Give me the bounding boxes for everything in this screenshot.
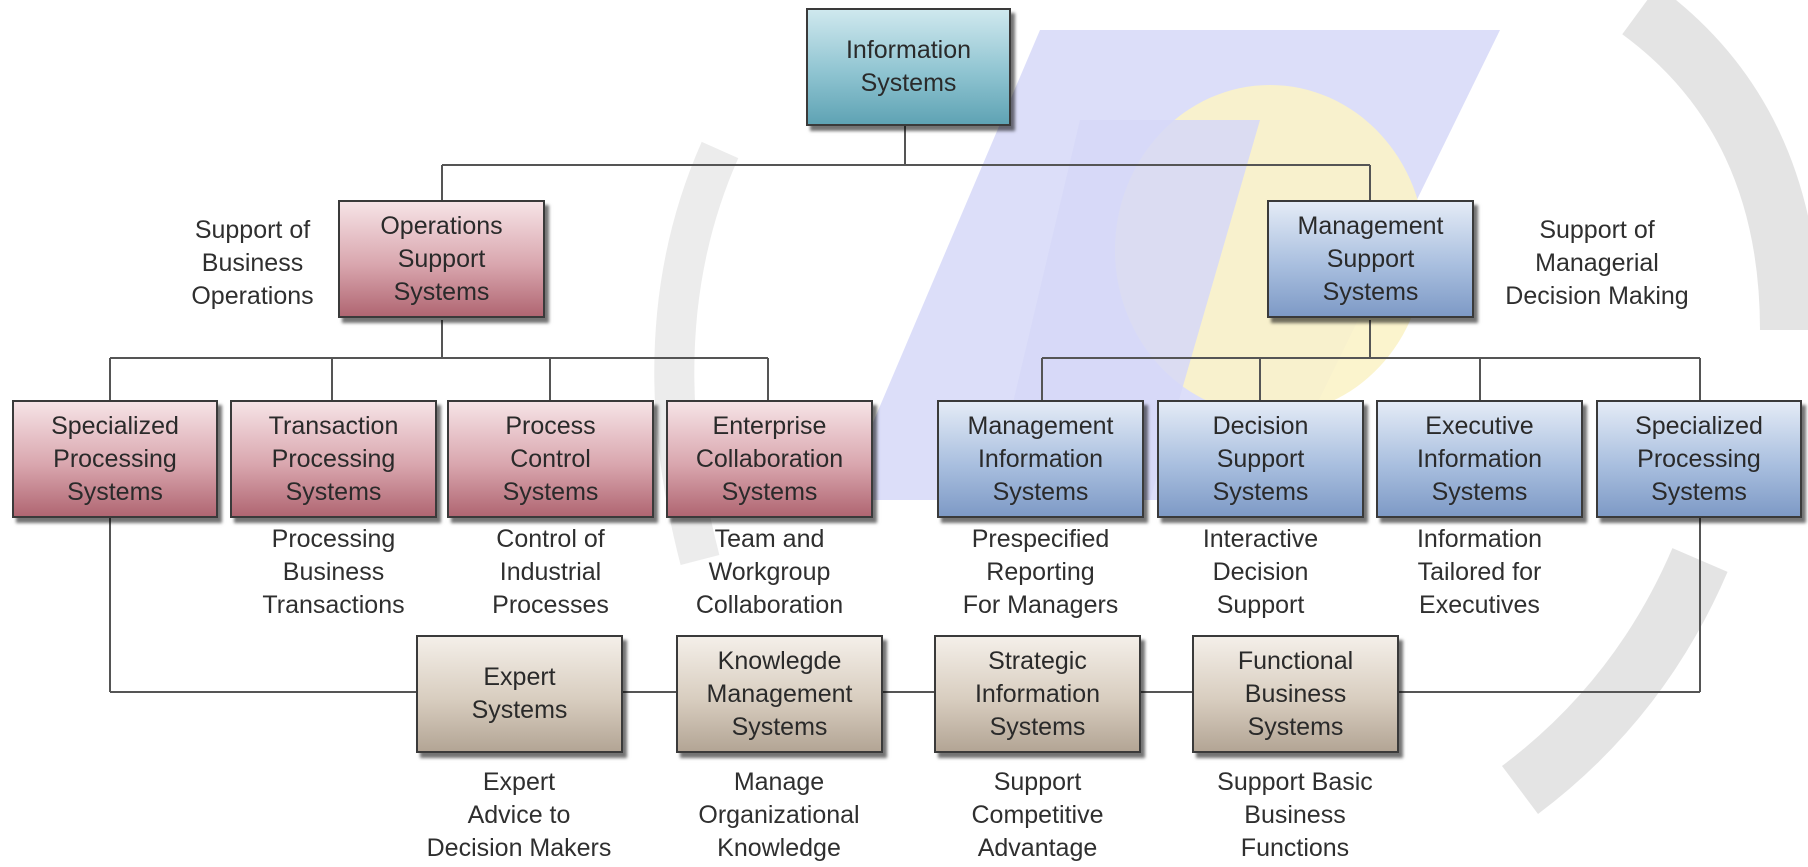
strategic-information-caption: Support Competitive Advantage — [971, 768, 1104, 862]
specialized-processing-mgmt-label: Specialized Processing Systems — [1635, 411, 1763, 506]
strategic-information-label: Strategic Information Systems — [974, 646, 1101, 741]
knowledge-management-caption: Manage Organizational Knowledge — [698, 768, 860, 862]
process-control-systems-box: Process Control Systems — [447, 400, 654, 518]
decision-support-systems-box: Decision Support Systems — [1157, 400, 1364, 518]
information-systems-label: Information Systems — [845, 36, 972, 97]
strategic-information-systems-box: Strategic Information Systems — [934, 635, 1141, 753]
management-information-caption: Prespecified Reporting For Managers — [962, 525, 1119, 619]
management-support-systems-box: Management Support Systems — [1267, 200, 1474, 318]
knowledge-management-systems-box: Knowlegde Management Systems — [676, 635, 883, 753]
decision-support-caption: Interactive Decision Support — [1202, 525, 1319, 619]
decision-support-label: Decision Support Systems — [1212, 411, 1309, 506]
operations-support-caption: Support of Business Operations — [191, 216, 314, 310]
executive-information-label: Executive Information Systems — [1416, 411, 1543, 506]
functional-business-systems-box: Functional Business Systems — [1192, 635, 1399, 753]
enterprise-collaboration-label: Enterprise Collaboration Systems — [695, 411, 844, 506]
management-support-systems-label: Management Support Systems — [1297, 211, 1444, 306]
process-control-caption: Control of Industrial Processes — [492, 525, 609, 619]
knowledge-management-label: Knowlegde Management Systems — [706, 646, 853, 741]
process-control-label: Process Control Systems — [502, 411, 599, 506]
transaction-processing-systems-box: Transaction Processing Systems — [230, 400, 437, 518]
enterprise-collaboration-systems-box: Enterprise Collaboration Systems — [666, 400, 873, 518]
functional-business-label: Functional Business Systems — [1237, 646, 1354, 741]
transaction-processing-caption: Processing Business Transactions — [262, 525, 405, 619]
information-systems-box: Information Systems — [806, 8, 1011, 126]
specialized-processing-systems-ops-box: Specialized Processing Systems — [12, 400, 218, 518]
management-support-caption: Support of Managerial Decision Making — [1505, 216, 1689, 310]
executive-information-systems-box: Executive Information Systems — [1376, 400, 1583, 518]
enterprise-collaboration-caption: Team and Workgroup Collaboration — [695, 525, 844, 619]
operations-support-systems-label: Operations Support Systems — [380, 211, 503, 306]
management-information-systems-box: Management Information Systems — [937, 400, 1144, 518]
transaction-processing-label: Transaction Processing Systems — [268, 411, 399, 506]
specialized-processing-systems-mgmt-box: Specialized Processing Systems — [1596, 400, 1802, 518]
functional-business-caption: Support Basic Business Functions — [1217, 768, 1373, 862]
executive-information-caption: Information Tailored for Executives — [1416, 525, 1543, 619]
expert-systems-caption: Expert Advice to Decision Makers — [426, 768, 612, 862]
operations-support-systems-box: Operations Support Systems — [338, 200, 545, 318]
specialized-processing-ops-label: Specialized Processing Systems — [51, 411, 179, 506]
expert-systems-box: Expert Systems — [416, 635, 623, 753]
expert-systems-label: Expert Systems — [471, 663, 568, 724]
management-information-label: Management Information Systems — [967, 411, 1114, 506]
